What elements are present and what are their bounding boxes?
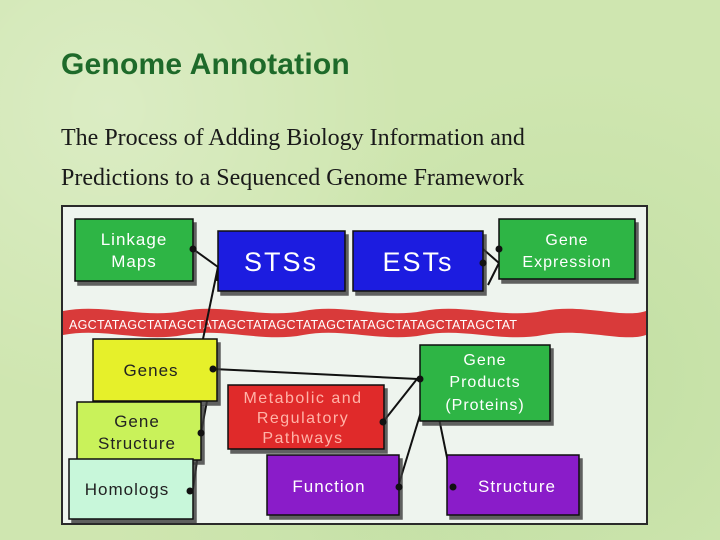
- box-linkage-maps: Linkage Maps: [74, 218, 197, 282]
- box-ests: ESTs: [352, 230, 487, 292]
- slide-title: Genome Annotation: [61, 48, 350, 81]
- ests-label: ESTs: [382, 247, 453, 277]
- linkage-maps-line2: Maps: [111, 252, 157, 271]
- box-metabolic-pathways: Metabolic and Regulatory Pathways: [227, 384, 387, 450]
- linkage-maps-line1: Linkage: [101, 230, 168, 249]
- metabolic-line3: Pathways: [262, 430, 343, 447]
- box-gene-structure: Gene Structure: [76, 401, 205, 461]
- gene-structure-line2: Structure: [98, 434, 176, 453]
- metabolic-line1: Metabolic and: [243, 390, 362, 407]
- gene-products-line3: (Proteins): [445, 397, 524, 414]
- gene-expression-line1: Gene: [545, 232, 588, 249]
- box-gene-expression: Gene Expression: [495, 218, 636, 280]
- box-homologs: Homologs: [68, 458, 194, 520]
- function-label: Function: [292, 477, 365, 496]
- box-structure: Structure: [446, 454, 580, 516]
- genome-annotation-diagram: AGCTATAGCTATAGCTATAGCTATAGCTATAGCTATAGCT…: [61, 205, 648, 525]
- gene-structure-line1: Gene: [114, 412, 160, 431]
- dna-strand: AGCTATAGCTATAGCTATAGCTATAGCTATAGCTATAGCT…: [63, 308, 646, 338]
- homologs-label: Homologs: [85, 480, 170, 499]
- structure-label: Structure: [478, 477, 556, 496]
- genes-label: Genes: [123, 361, 178, 380]
- box-function: Function: [266, 454, 403, 516]
- gene-products-line2: Products: [449, 374, 520, 391]
- stss-label: STSs: [244, 247, 318, 277]
- box-stss: STSs: [217, 230, 346, 292]
- diagram-canvas: AGCTATAGCTATAGCTATAGCTATAGCTATAGCTATAGCT…: [63, 218, 646, 520]
- subtitle-line-1: The Process of Adding Biology Informatio…: [61, 125, 525, 151]
- box-gene-products: Gene Products (Proteins): [416, 344, 551, 422]
- gene-products-line1: Gene: [463, 352, 506, 369]
- dna-sequence-text: AGCTATAGCTATAGCTATAGCTATAGCTATAGCTATAGCT…: [69, 318, 517, 332]
- metabolic-line2: Regulatory: [257, 410, 349, 427]
- subtitle-line-2: Predictions to a Sequenced Genome Framew…: [61, 165, 525, 191]
- gene-expression-line2: Expression: [522, 254, 611, 271]
- box-genes: Genes: [92, 338, 218, 402]
- slide-subtitle: The Process of Adding Biology Informatio…: [61, 118, 681, 198]
